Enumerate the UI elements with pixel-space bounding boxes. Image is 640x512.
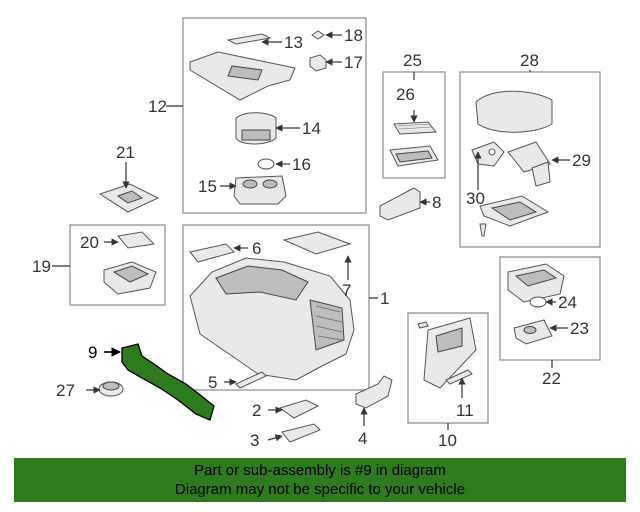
part-16-ring[interactable] (257, 158, 275, 170)
part-27-plug[interactable] (98, 381, 124, 397)
part-22-pocket[interactable] (507, 263, 565, 303)
part-14-lid[interactable] (235, 112, 277, 145)
parts-diagram: 9 12 13 18 17 14 16 15 25 26 28 29 30 21… (32, 17, 601, 450)
callout-label-19: 19 (32, 257, 51, 276)
part-8-bracket[interactable] (379, 187, 421, 221)
callout-label-28: 28 (520, 51, 539, 70)
callout-label-15: 15 (198, 177, 217, 196)
callout-label-10: 10 (438, 431, 457, 450)
notice-banner: Part or sub-assembly is #9 in diagram Di… (14, 458, 626, 502)
banner-line-disclaimer: Diagram may not be specific to your vehi… (174, 481, 466, 498)
callout-label-25: 25 (403, 51, 422, 70)
part-10-screw[interactable] (417, 321, 429, 329)
callout-label-11: 11 (456, 401, 474, 420)
callout-label-23: 23 (570, 319, 589, 338)
part-19-bin[interactable] (103, 261, 157, 295)
callout-label-27: 27 (56, 381, 75, 400)
callout-label-18: 18 (344, 26, 363, 45)
part-15-cupholder[interactable] (233, 175, 287, 205)
part-1-console[interactable] (189, 257, 355, 381)
banner-line-part-number: Part or sub-assembly is #9 in diagram (194, 462, 446, 479)
part-5-strip[interactable] (235, 371, 267, 389)
part-28-screw[interactable] (479, 223, 487, 237)
part-24-ring[interactable] (529, 296, 547, 308)
part-25-tray[interactable] (389, 145, 439, 167)
part-3-bracket[interactable] (281, 423, 321, 443)
part-11-strip[interactable] (445, 369, 473, 385)
callout-label-4: 4 (358, 429, 367, 448)
callout-label-24: 24 (558, 293, 577, 312)
callout-label-20: 20 (80, 233, 99, 252)
part-29-panel[interactable] (507, 141, 551, 187)
part-7-mat[interactable] (282, 231, 352, 255)
part-17-clip[interactable] (309, 54, 327, 72)
callout-label-26: 26 (396, 85, 415, 104)
part-13-strip[interactable] (226, 33, 272, 45)
callout-label-8: 8 (432, 193, 441, 212)
callout-label-12: 12 (148, 97, 167, 116)
callout-label-13: 13 (284, 33, 303, 52)
part-10-panel[interactable] (423, 317, 477, 389)
callout-label-16: 16 (292, 155, 311, 174)
part-4-bracket[interactable] (355, 375, 393, 409)
part-18-clip[interactable] (311, 30, 325, 40)
part-6-mat[interactable] (189, 243, 235, 263)
callout-label-22: 22 (542, 369, 561, 388)
callout-label-7: 7 (342, 281, 351, 300)
part-2-bracket[interactable] (278, 399, 320, 419)
part-26-mat[interactable] (393, 121, 437, 135)
callout-label-29: 29 (572, 151, 591, 170)
part-9-highlighted[interactable] (121, 343, 215, 421)
part-30-hinge[interactable] (471, 141, 505, 167)
part-28-base[interactable] (479, 195, 550, 227)
part-20-pad[interactable] (117, 231, 156, 249)
callout-label-21: 21 (116, 143, 135, 162)
callout-label-30: 30 (466, 189, 485, 208)
part-12-tray-cover[interactable] (189, 51, 296, 101)
part-21-bracket[interactable] (98, 183, 160, 213)
callout-label-5: 5 (208, 373, 217, 392)
callout-label-2: 2 (252, 401, 261, 420)
callout-label-1: 1 (380, 289, 389, 308)
callout-label-6: 6 (252, 239, 261, 258)
callout-label-3: 3 (250, 431, 259, 450)
callout-label-9: 9 (88, 343, 97, 362)
part-28-armrest[interactable] (475, 90, 553, 133)
callout-label-14: 14 (302, 119, 321, 138)
callout-label-17: 17 (344, 53, 363, 72)
part-23-cupholder[interactable] (513, 319, 553, 345)
